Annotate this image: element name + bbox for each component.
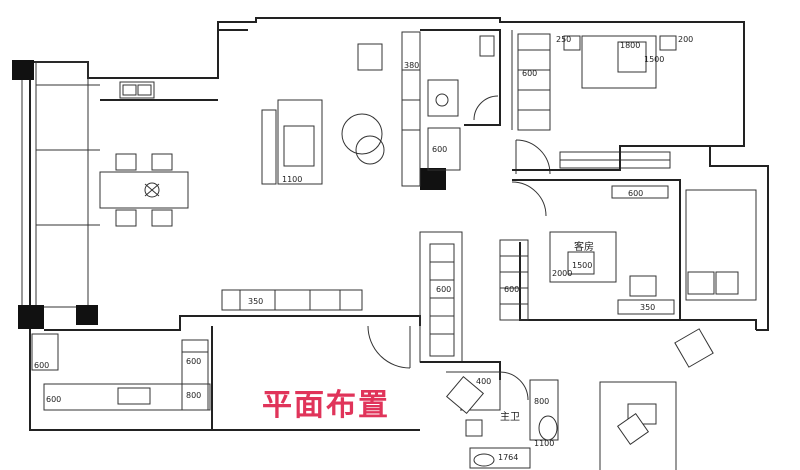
dim-guest-bed-1500: 1500 (572, 261, 592, 270)
dim-bedroom-bed-1500: 1500 (644, 55, 664, 64)
dim-master-wardrobe-600: 600 (522, 69, 537, 78)
dim-shower-800: 800 (534, 397, 549, 406)
dim-toilet-top: 380 (404, 61, 419, 70)
dim-bath-bottom-1764: 1764 (498, 453, 518, 462)
dim-sofa-width: 1100 (282, 175, 302, 184)
pillar-nw (12, 60, 34, 80)
plan-title: 平面布置 (262, 388, 390, 423)
dim-kitchen-side-800: 800 (186, 391, 201, 400)
pillar-sw (18, 305, 44, 329)
dim-kitchen-sink-side-600: 600 (46, 395, 61, 404)
living-room (221, 43, 385, 311)
structural-pillars (12, 60, 446, 329)
master-bath (420, 361, 559, 469)
pillar-center (420, 168, 446, 190)
armchair (357, 43, 383, 71)
bottom-right-bedroom (599, 381, 677, 470)
pillar-s (76, 305, 98, 325)
dim-bath-1100: 1100 (534, 439, 554, 448)
room-labels: 客房 主卫 (500, 240, 594, 423)
room-label-master-bath: 主卫 (500, 411, 520, 423)
dim-hall-cabinet-600: 600 (436, 285, 451, 294)
dim-tv-cabinet-350: 350 (248, 297, 263, 306)
dim-guest-desk-350: 350 (640, 303, 655, 312)
dimension-labels: 1100 380 600 250 1800 1500 200 350 600 1… (34, 35, 693, 462)
toilet-1 (479, 35, 495, 57)
dim-bath-400: 400 (476, 377, 491, 386)
dim-kitchen-fridge-600: 600 (34, 361, 49, 370)
dim-bedroom-cab-250: 250 (556, 35, 571, 44)
right-side-room (674, 189, 757, 368)
dim-bedroom-tv-1800: 1800 (620, 41, 640, 50)
central-walls (401, 29, 551, 187)
tv-cabinet (221, 289, 363, 311)
dim-guest-wardrobe-600: 600 (504, 285, 519, 294)
hall-wardrobe (419, 231, 463, 363)
dim-kitchen-counter-600: 600 (186, 357, 201, 366)
dim-bedroom-cab-200: 200 (678, 35, 693, 44)
kitchen-top (100, 81, 218, 101)
dim-cabinet-600a: 600 (432, 145, 447, 154)
dining-table (99, 153, 189, 227)
room-label-guest: 客房 (574, 240, 594, 253)
master-bedroom (512, 35, 710, 171)
kitchen-bottom (31, 315, 421, 430)
dim-guest-bed-2000: 2000 (552, 269, 572, 278)
kitchen-sink (117, 387, 151, 405)
dim-guest-desk-600: 600 (628, 189, 643, 198)
outer-walls (21, 17, 769, 431)
